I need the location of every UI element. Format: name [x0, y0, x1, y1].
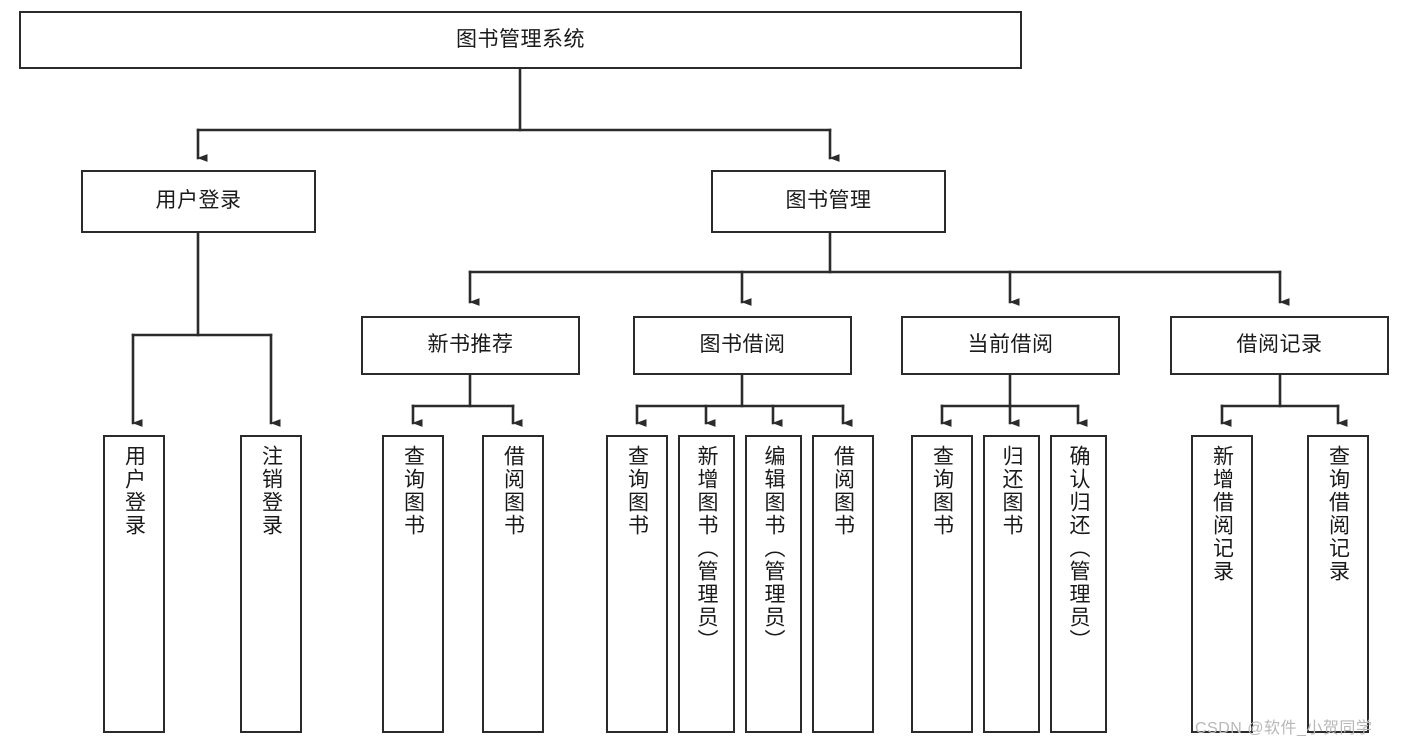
node-label: 借阅图书 — [501, 445, 525, 537]
node-label: 归还图书 — [1000, 445, 1023, 537]
node-label: 新增借阅记录 — [1210, 445, 1234, 583]
node-label: 图书管理系统 — [456, 27, 585, 51]
watermark-text: CSDN @软件_小贺同学 — [1195, 720, 1373, 737]
node-label: 查询图书 — [930, 445, 954, 537]
node-leaf-add-book-admin[interactable]: 新增图书（管理员） — [678, 435, 735, 733]
node-label: 图书借阅 — [699, 333, 786, 357]
node-leaf-user-login[interactable]: 用户登录 — [103, 435, 165, 733]
node-user-login[interactable]: 用户登录 — [81, 170, 316, 233]
node-label: 查询借阅记录 — [1326, 445, 1350, 583]
node-leaf-query-book-borrow[interactable]: 查询图书 — [606, 435, 668, 733]
node-label: 借阅图书 — [831, 445, 855, 537]
node-book-management[interactable]: 图书管理 — [711, 170, 946, 233]
node-label: 查询图书 — [401, 445, 425, 537]
node-leaf-add-borrow-record[interactable]: 新增借阅记录 — [1191, 435, 1253, 733]
node-leaf-edit-book-admin[interactable]: 编辑图书（管理员） — [745, 435, 802, 733]
node-leaf-confirm-return-admin[interactable]: 确认归还（管理员） — [1050, 435, 1107, 733]
node-leaf-query-book-current[interactable]: 查询图书 — [911, 435, 973, 733]
node-label: 编辑图书（管理员） — [762, 445, 785, 652]
node-label: 用户登录 — [155, 189, 242, 213]
node-label: 新增图书（管理员） — [695, 445, 718, 652]
node-leaf-query-borrow-record[interactable]: 查询借阅记录 — [1307, 435, 1369, 733]
node-label: 查询图书 — [625, 445, 649, 537]
node-label: 图书管理 — [785, 189, 872, 213]
node-leaf-user-logout[interactable]: 注销登录 — [240, 435, 302, 733]
node-new-book-recommend[interactable]: 新书推荐 — [361, 316, 580, 375]
node-book-borrow[interactable]: 图书借阅 — [633, 316, 852, 375]
node-leaf-return-book[interactable]: 归还图书 — [983, 435, 1040, 733]
node-current-borrow[interactable]: 当前借阅 — [901, 316, 1120, 375]
node-leaf-borrow-book-recommend[interactable]: 借阅图书 — [482, 435, 544, 733]
node-label: 借阅记录 — [1236, 333, 1323, 357]
node-root-book-management-system[interactable]: 图书管理系统 — [19, 11, 1022, 69]
node-label: 当前借阅 — [967, 333, 1054, 357]
node-label: 用户登录 — [122, 445, 146, 537]
node-label: 确认归还（管理员） — [1067, 445, 1090, 652]
node-leaf-borrow-book[interactable]: 借阅图书 — [812, 435, 874, 733]
node-leaf-query-book-recommend[interactable]: 查询图书 — [382, 435, 444, 733]
node-label: 新书推荐 — [427, 333, 514, 357]
node-borrow-record[interactable]: 借阅记录 — [1170, 316, 1389, 375]
node-label: 注销登录 — [259, 445, 283, 537]
